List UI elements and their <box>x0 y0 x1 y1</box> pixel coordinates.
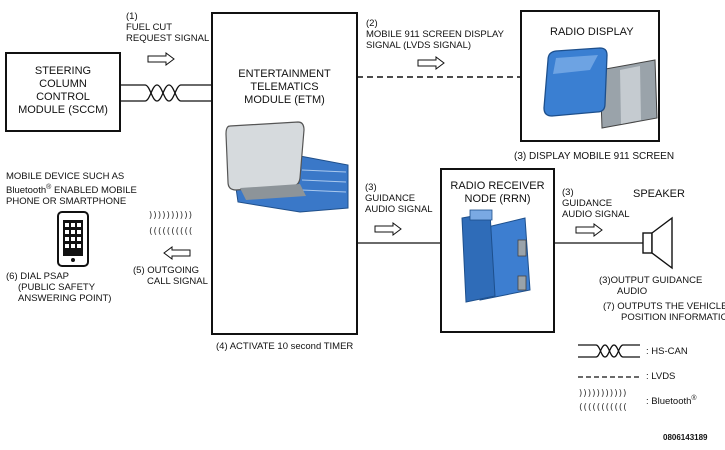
fuel-cut-arrow <box>147 52 175 66</box>
dial-psap-label: (6) DIAL PSAP (PUBLIC SAFETY ANSWERING P… <box>6 271 112 304</box>
guidance-etm-signal-label: (3) GUIDANCE AUDIO SIGNAL <box>365 182 433 215</box>
radio-display-title: RADIO DISPLAY <box>550 26 634 38</box>
bluetooth-waves-out: )))))))))) <box>148 211 193 221</box>
output-guidance-label: (3)OUTPUT GUIDANCE AUDIO <box>599 275 703 297</box>
sccm-label: STEERING COLUMN CONTROL MODULE (SCCM) <box>18 65 108 116</box>
guidance-rrn-arrow <box>575 223 603 237</box>
speaker-title: SPEAKER <box>633 188 685 200</box>
rrn-label: RADIO RECEIVER NODE (RRN) <box>450 180 545 205</box>
figure-id: 0806143189 <box>663 433 708 442</box>
registered-mark: ® <box>46 184 52 191</box>
etm-label: ENTERTAINMENT TELEMATICS MODULE (ETM) <box>238 68 331 106</box>
sccm-module: STEERING COLUMN CONTROL MODULE (SCCM) <box>5 52 121 132</box>
etm-unit-image <box>225 121 349 213</box>
speaker-icon <box>642 216 673 270</box>
fuel-cut-signal-label: (1) FUEL CUT REQUEST SIGNAL <box>126 11 210 44</box>
outgoing-call-signal-label: (5) OUTGOING CALL SIGNAL <box>133 265 208 287</box>
activate-timer-label: (4) ACTIVATE 10 second TIMER <box>216 341 354 352</box>
legend-bluetooth-waves-in: ((((((((((( <box>578 403 628 413</box>
radio-display-image <box>543 47 658 129</box>
legend-hs-can-symbol <box>578 344 640 358</box>
legend-bluetooth-label: : Bluetooth® <box>646 395 697 408</box>
rrn-module: RADIO RECEIVER NODE (RRN) <box>440 168 555 333</box>
vehicle-position-label: (7) OUTPUTS THE VEHICLE POSITION INFORMA… <box>603 301 725 323</box>
radio-display-caption: (3) DISPLAY MOBILE 911 SCREEN <box>514 151 675 162</box>
guidance-rrn-signal-label: (3) GUIDANCE AUDIO SIGNAL <box>562 187 630 220</box>
legend-lvds-label: : LVDS <box>646 371 676 382</box>
legend-hs-can-label: : HS-CAN <box>646 346 688 357</box>
mobile911-signal-label: (2) MOBILE 911 SCREEN DISPLAY SIGNAL (LV… <box>366 18 504 51</box>
rrn-unit-image <box>461 209 531 303</box>
radio-display-module: RADIO DISPLAY <box>520 10 660 142</box>
hs-can-twisted-pair <box>120 84 211 102</box>
etm-module: ENTERTAINMENT TELEMATICS MODULE (ETM) <box>211 12 358 335</box>
guidance-etm-arrow <box>374 222 402 236</box>
smartphone-icon <box>57 211 89 267</box>
mobile911-arrow <box>417 56 445 70</box>
mobile-device-label: MOBILE DEVICE SUCH AS Bluetooth® ENABLED… <box>6 171 137 208</box>
bluetooth-waves-in: (((((((((( <box>148 227 193 237</box>
legend-bluetooth-waves-out: ))))))))))) <box>578 389 628 399</box>
outgoing-call-arrow <box>163 246 191 260</box>
